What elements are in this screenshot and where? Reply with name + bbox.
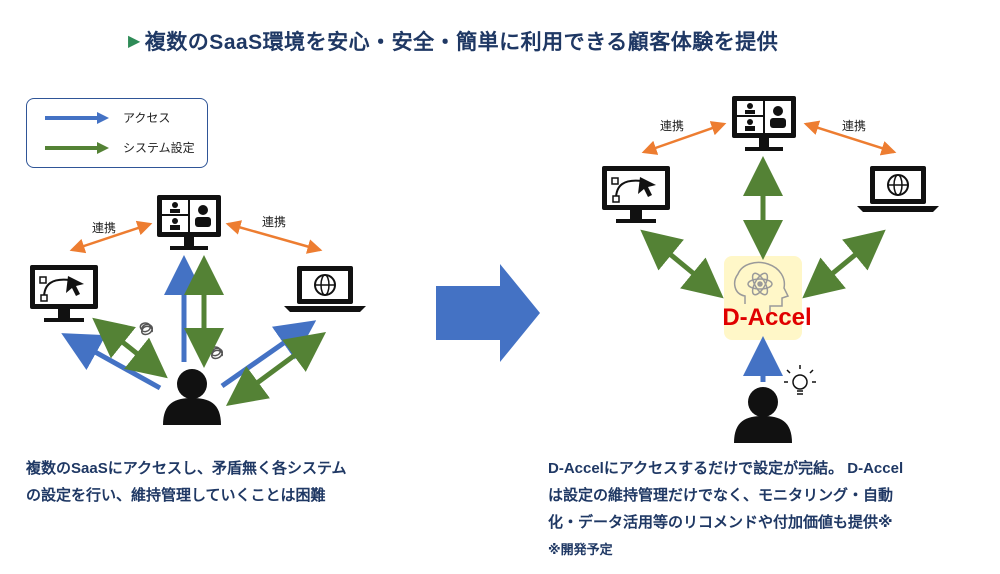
- access-arrow-icon: [45, 111, 109, 124]
- legend-access-label: アクセス: [123, 111, 171, 125]
- left-caption-line1: 複数のSaaSにアクセスし、矛盾無く各システム: [26, 460, 347, 477]
- link-label-left: 連携: [92, 220, 116, 235]
- right-arrow-icon: [436, 264, 540, 362]
- right-caption-line1: D-Accelにアクセスするだけで設定が完結。 D-Accel: [548, 460, 904, 477]
- link-arrow-right: [803, 120, 897, 156]
- brain-atom-icon: [733, 261, 790, 312]
- d-accel-hub: D-Accel: [722, 256, 812, 340]
- monitor-video-conference-icon: [732, 96, 796, 151]
- link-label-right: 連携: [842, 118, 866, 133]
- footnote: ※開発予定: [548, 542, 613, 557]
- legend: アクセス システム設定: [26, 98, 208, 168]
- legend-access: アクセス: [43, 109, 170, 126]
- link-arrow-left: [69, 220, 153, 254]
- page-title: ▶ 複数のSaaS環境を安心・安全・簡単に利用できる顧客体験を提供: [128, 26, 778, 56]
- hub-setting-arrow-left-app: [640, 229, 724, 299]
- confused-scribble-icon: [139, 322, 223, 360]
- setting-arrow-right-app: [225, 332, 327, 406]
- hub-setting-arrow-right-app: [802, 229, 886, 299]
- monitor-vector-app-icon: [30, 265, 98, 322]
- left-caption-line2: の設定を行い、維持管理していくことは困難: [26, 487, 326, 504]
- lightbulb-icon: [784, 365, 816, 395]
- system-setting-arrow-icon: [45, 141, 109, 154]
- user-icon: [734, 387, 792, 443]
- legend-system-setting-label: システム設定: [123, 141, 195, 155]
- link-arrow-left: [641, 121, 727, 155]
- triangle-bullet-icon: ▶: [128, 33, 141, 50]
- setting-arrow-left-app: [92, 317, 168, 379]
- monitor-video-conference-icon: [157, 195, 221, 250]
- link-label-left: 連携: [660, 118, 684, 133]
- right-caption-line3: 化・データ活用等のリコメンドや付加価値も提供※: [548, 514, 893, 531]
- d-accel-label: D-Accel: [722, 304, 811, 331]
- page-title-text: 複数のSaaS環境を安心・安全・簡単に利用できる顧客体験を提供: [144, 31, 779, 54]
- right-caption: D-Accelにアクセスするだけで設定が完結。 D-Accel は設定の維持管理…: [548, 455, 903, 536]
- left-caption: 複数のSaaSにアクセスし、矛盾無く各システム の設定を行い、維持管理していくこ…: [26, 455, 347, 509]
- monitor-vector-app-icon: [602, 166, 670, 223]
- link-arrow-right: [225, 220, 323, 254]
- link-label-right: 連携: [262, 214, 286, 229]
- laptop-globe-icon: [284, 266, 366, 312]
- laptop-globe-icon: [857, 166, 939, 212]
- user-icon: [163, 369, 221, 425]
- legend-system-setting: システム設定: [43, 139, 195, 156]
- right-caption-line2: は設定の維持管理だけでなく、モニタリング・自動: [548, 487, 894, 504]
